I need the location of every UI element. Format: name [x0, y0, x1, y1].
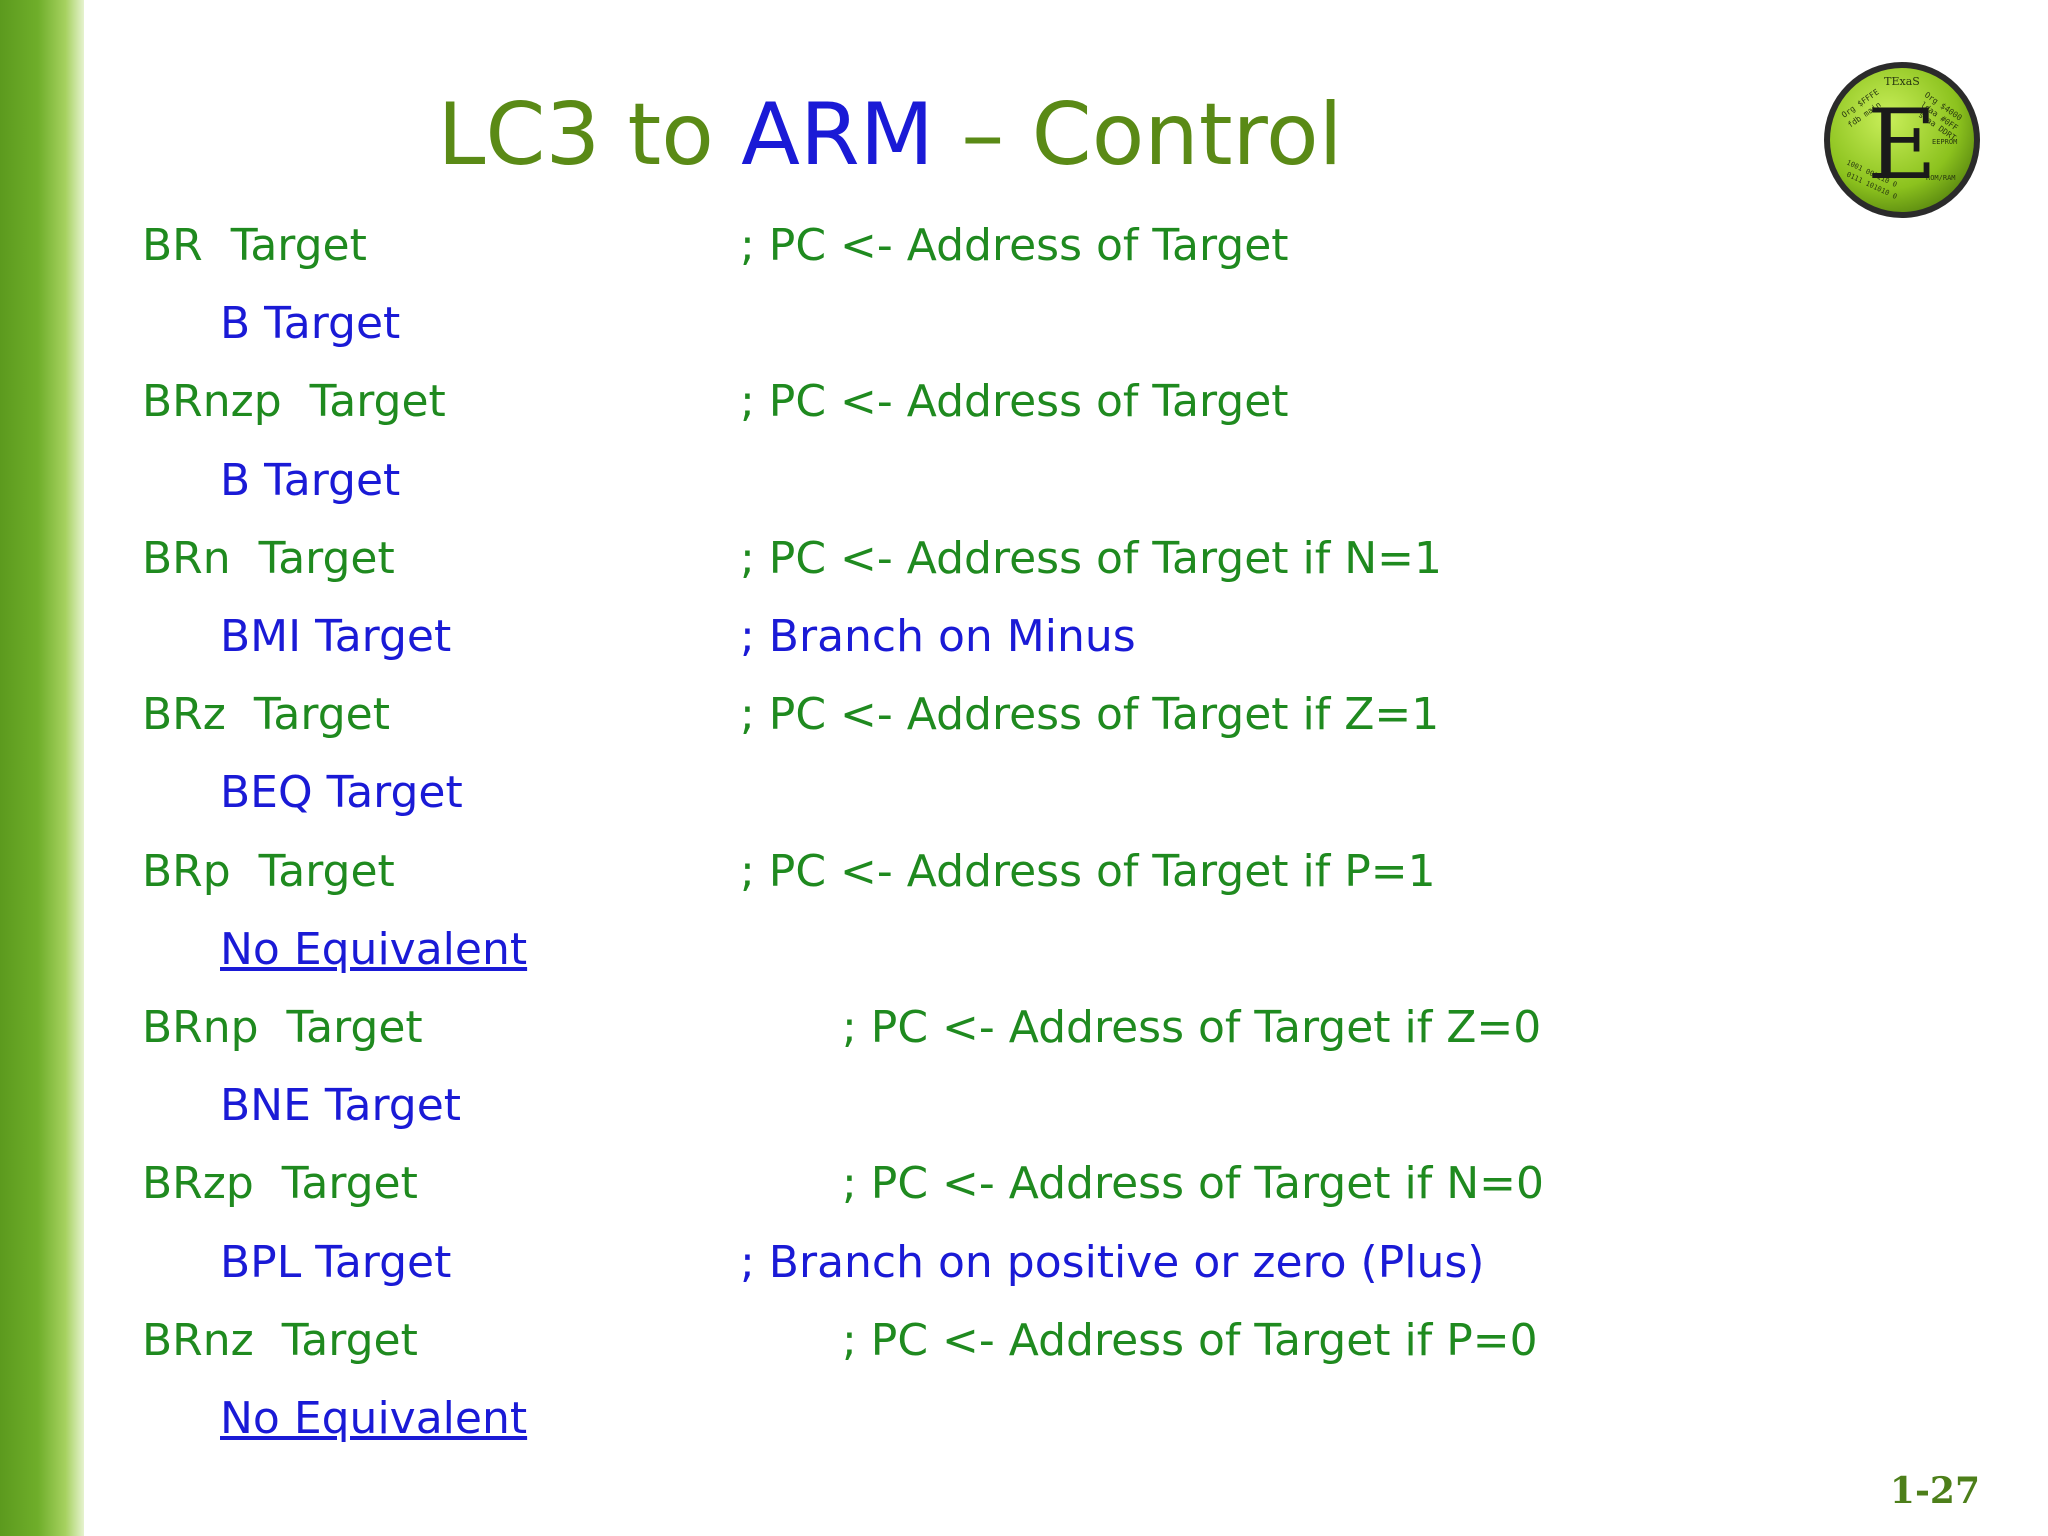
- lc3-comment: ; PC <- Address of Target: [740, 376, 1289, 427]
- page-number: 1-27: [1889, 1470, 1980, 1512]
- slide-title: LC3 to ARM – Control: [0, 80, 1780, 190]
- lc3-instruction: BRnzp Target: [142, 376, 446, 427]
- lc3-instruction: BRnp Target: [142, 1002, 423, 1053]
- lc3-comment: ; PC <- Address of Target if P=1: [740, 846, 1436, 897]
- lc3-instruction: BRnz Target: [142, 1315, 418, 1366]
- lc3-comment: ; PC <- Address of Target if P=0: [842, 1315, 1538, 1366]
- logo-letter-e: E: [1867, 89, 1937, 201]
- lc3-comment: ; PC <- Address of Target: [740, 220, 1289, 271]
- lc3-instruction: BRn Target: [142, 533, 395, 584]
- lc3-instruction: BRp Target: [142, 846, 395, 897]
- title-part-lc3: LC3 to: [437, 85, 742, 185]
- lc3-instruction: BRz Target: [142, 689, 390, 740]
- arm-comment: ; Branch on positive or zero (Plus): [740, 1237, 1485, 1288]
- arm-instruction: No Equivalent: [220, 924, 528, 975]
- lc3-instruction: BRzp Target: [142, 1158, 418, 1209]
- logo-code-line: ROM/RAM: [1926, 174, 1956, 182]
- lc3-comment: ; PC <- Address of Target if Z=1: [740, 689, 1440, 740]
- logo-top-text: TExaS: [1884, 75, 1920, 88]
- arm-instruction: B Target: [220, 298, 401, 349]
- arm-instruction: BMI Target: [220, 611, 452, 662]
- lc3-comment: ; PC <- Address of Target if Z=0: [842, 1002, 1542, 1053]
- title-part-control: – Control: [933, 85, 1343, 185]
- side-gradient-bar: [0, 0, 84, 1536]
- title-part-arm: ARM: [741, 85, 934, 185]
- lc3-instruction: BR Target: [142, 220, 367, 271]
- texas-e-logo: TExaS Org $FFFE fdb main Org $4000 ldaa …: [1824, 62, 1980, 218]
- lc3-comment: ; PC <- Address of Target if N=1: [740, 533, 1442, 584]
- arm-instruction: BEQ Target: [220, 767, 463, 818]
- logo-code-line: EEPROM: [1932, 138, 1957, 146]
- arm-instruction: BPL Target: [220, 1237, 452, 1288]
- arm-comment: ; Branch on Minus: [740, 611, 1136, 662]
- arm-instruction: No Equivalent: [220, 1393, 528, 1444]
- arm-instruction: BNE Target: [220, 1080, 462, 1131]
- arm-instruction: B Target: [220, 455, 401, 506]
- lc3-comment: ; PC <- Address of Target if N=0: [842, 1158, 1544, 1209]
